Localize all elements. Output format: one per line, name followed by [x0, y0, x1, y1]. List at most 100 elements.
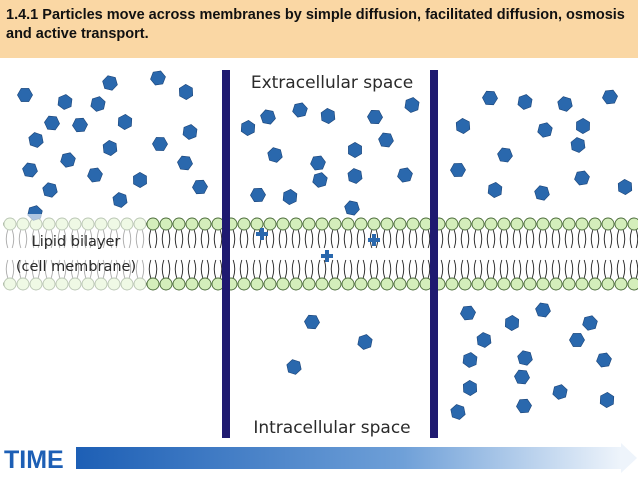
hexagon-particle-icon [552, 384, 568, 400]
hexagon-particle-icon [378, 132, 394, 148]
hexagon-particle-icon [460, 305, 476, 321]
phospholipid-icon [575, 217, 589, 249]
hexagon-particle-icon [286, 359, 302, 375]
divider-line-left [222, 70, 230, 438]
hexagon-particle-icon [404, 97, 420, 113]
hexagon-particle-icon [72, 117, 88, 133]
hexagon-particle-icon [87, 167, 103, 183]
hexagon-particle-icon [397, 167, 413, 183]
phospholipid-icon [445, 217, 459, 249]
phospholipid-icon [341, 217, 355, 249]
phospholipid-icon [510, 217, 524, 249]
phospholipid-icon [315, 259, 329, 291]
phospholipid-icon [250, 259, 264, 291]
phospholipid-icon [198, 259, 212, 291]
hexagon-particle-icon [535, 302, 551, 318]
phospholipid-icon [458, 259, 472, 291]
phospholipid-icon [627, 217, 638, 249]
hexagon-particle-icon [462, 352, 478, 368]
hexagon-particle-icon [514, 369, 530, 385]
phospholipid-icon [276, 217, 290, 249]
hexagon-particle-icon [482, 90, 498, 106]
hexagon-particle-icon [44, 115, 60, 131]
hexagon-particle-icon [304, 314, 320, 330]
phospholipid-icon [588, 217, 602, 249]
hexagon-particle-icon [178, 84, 194, 100]
phospholipid-icon [302, 217, 316, 249]
timeline-label: TIME [4, 446, 64, 474]
hexagon-particle-icon [576, 118, 590, 134]
phospholipid-icon [510, 259, 524, 291]
bilayer-label-box [4, 214, 146, 294]
hexagon-particle-icon [574, 170, 590, 186]
hexagon-particle-icon [582, 315, 598, 331]
hexagon-particle-icon [267, 147, 283, 163]
hexagon-particle-icon [90, 96, 106, 112]
phospholipid-icon [393, 217, 407, 249]
phospholipid-icon [237, 259, 251, 291]
hexagon-particle-icon [504, 315, 520, 331]
hexagon-particle-icon [182, 124, 198, 140]
hexagon-particle-icon [310, 155, 326, 171]
phospholipid-icon [289, 217, 303, 249]
hexagon-particle-icon [487, 182, 503, 198]
phospholipid-icon [172, 217, 186, 249]
phospholipid-icon [562, 259, 576, 291]
hexagon-particle-icon [347, 168, 363, 184]
phospholipid-icon [354, 259, 368, 291]
phospholipid-icon [146, 259, 160, 291]
phospholipid-icon [406, 259, 420, 291]
hexagon-particle-icon [534, 185, 550, 201]
phospholipid-icon [328, 259, 342, 291]
hexagon-particle-icon [250, 187, 266, 203]
hexagon-particle-icon [569, 333, 585, 347]
phospholipid-icon [172, 259, 186, 291]
phospholipid-icon [393, 259, 407, 291]
title-bar: 1.4.1 Particles move across membranes by… [0, 0, 638, 58]
hexagon-particle-icon [260, 109, 276, 125]
hexagon-particle-icon [112, 192, 128, 208]
phospholipid-icon [471, 259, 485, 291]
phospholipid-icon [601, 259, 615, 291]
phospholipid-icon [198, 217, 212, 249]
phospholipid-icon [211, 217, 225, 249]
extracellular-space-label: Extracellular space [251, 73, 413, 93]
phospholipid-icon [146, 217, 160, 249]
hexagon-particle-icon [17, 88, 33, 102]
timeline-arrow-bar [76, 447, 621, 469]
phospholipid-icon [536, 259, 550, 291]
hexagon-particle-icon [57, 94, 73, 110]
phospholipid-icon [315, 217, 329, 249]
particles [17, 70, 633, 420]
hexagon-particle-icon [192, 179, 208, 195]
phospholipid-icon [523, 217, 537, 249]
phospholipid-icon [614, 259, 628, 291]
hexagon-particle-icon [42, 182, 58, 198]
hexagon-particle-icon [117, 114, 133, 130]
phospholipid-icon [497, 217, 511, 249]
phospholipid-icon [380, 259, 394, 291]
phospholipid-icon [497, 259, 511, 291]
hexagon-particle-icon [462, 380, 478, 396]
hexagon-particle-icon [133, 172, 147, 188]
hexagon-particle-icon [344, 200, 360, 216]
hexagon-particle-icon [60, 152, 76, 168]
bilayer-label-line2: (cell membrane) [16, 259, 136, 275]
hexagon-particle-icon [516, 398, 532, 414]
phospholipid-icon [549, 259, 563, 291]
phospholipid-icon [159, 217, 173, 249]
hexagon-particle-icon [450, 163, 466, 177]
membrane-particle-icon [256, 228, 268, 240]
phospholipid-icon [419, 217, 433, 249]
hexagon-particle-icon [28, 132, 44, 148]
phospholipid-icon [601, 217, 615, 249]
phospholipid-icon [237, 217, 251, 249]
hexagon-particle-icon [602, 89, 618, 105]
phospholipid-icon [575, 259, 589, 291]
hexagon-particle-icon [570, 137, 586, 153]
phospholipid-icon [523, 259, 537, 291]
hexagon-particle-icon [455, 118, 471, 134]
divider-line-right [430, 70, 438, 438]
bilayer-label-line1: Lipid bilayer [32, 234, 121, 250]
